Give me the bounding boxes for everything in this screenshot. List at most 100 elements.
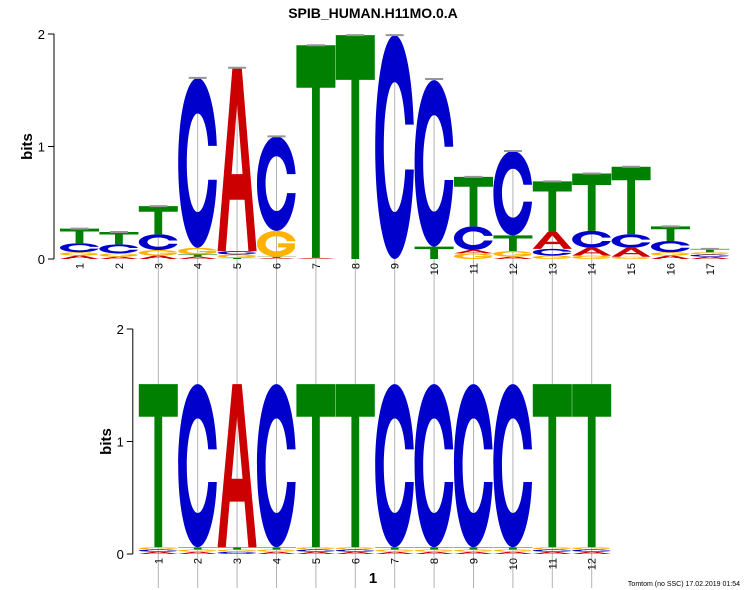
logo-letter-G — [257, 549, 296, 552]
logo-letter-T — [611, 166, 651, 235]
logo-letter-T — [217, 547, 257, 550]
logo-letter-C — [532, 248, 572, 256]
letter-T-shape — [414, 246, 454, 259]
logo-letter-G — [414, 549, 454, 552]
logo-letter-T — [572, 173, 612, 231]
letter-G-shape — [651, 252, 690, 256]
position-label: 5 — [232, 263, 244, 269]
logo-letter-C — [217, 551, 257, 554]
letter-G-shape — [572, 255, 611, 259]
letter-T-shape — [217, 547, 257, 550]
letter-C-shape — [335, 549, 375, 552]
logo-letter-C — [572, 230, 611, 248]
logo-letter-A — [99, 256, 139, 259]
letter-G-shape — [257, 230, 296, 257]
position-label: 2 — [114, 263, 126, 269]
letter-A-shape — [375, 551, 415, 554]
logo-letter-A — [296, 551, 336, 554]
logo-letter-A — [454, 551, 493, 554]
logo-letter-A — [414, 551, 454, 554]
position-label: 6 — [350, 558, 362, 564]
y-axis-label: bits — [19, 133, 36, 160]
letter-G-shape — [60, 252, 99, 256]
logo-letter-C — [414, 384, 454, 548]
letter-T-shape — [690, 248, 730, 253]
letter-G-shape — [454, 549, 493, 552]
letter-T-shape — [138, 384, 178, 548]
logo-letter-A — [257, 551, 296, 554]
footer-timestamp: Tomtom (no SSC) 17.02.2019 01:54 — [628, 581, 740, 588]
letter-C-shape — [532, 248, 572, 256]
letter-T-shape — [217, 257, 257, 259]
letter-G-shape — [296, 547, 336, 550]
logo-letter-A — [138, 255, 178, 259]
letter-C-shape — [611, 234, 651, 248]
logo-letter-C — [651, 241, 690, 253]
letter-T-shape — [99, 232, 139, 245]
logo-letter-G — [178, 549, 217, 552]
letter-G-shape — [532, 547, 572, 550]
logo-letter-G — [572, 547, 611, 550]
letter-T-shape — [138, 206, 178, 235]
letter-T-shape — [296, 384, 336, 548]
letter-A-shape — [60, 255, 99, 259]
letter-C-shape — [690, 254, 730, 257]
letter-G-shape — [178, 247, 217, 255]
logo-letter-C — [454, 384, 493, 548]
logo-letter-C — [296, 549, 336, 552]
logo-letter-A — [257, 257, 296, 259]
logo-letter-A — [178, 256, 218, 259]
letter-A-shape — [532, 232, 572, 249]
logo-letter-C — [60, 243, 99, 253]
letter-A-shape — [493, 256, 533, 259]
letter-C-shape — [178, 77, 217, 248]
position-label: 2 — [193, 558, 205, 564]
logo-letter-G — [532, 547, 572, 550]
chart-title: SPIB_HUMAN.H11MO.0.A — [288, 5, 458, 21]
logo-letter-A — [532, 551, 572, 554]
letter-G-shape — [414, 549, 454, 552]
logo-letter-C — [138, 234, 178, 250]
logo-letter-A — [217, 384, 257, 548]
letter-C-shape — [532, 549, 572, 552]
letter-A-shape — [454, 250, 493, 254]
y-tick-label: 0 — [38, 252, 45, 267]
logo-letter-T — [138, 206, 178, 235]
letter-G-shape — [217, 254, 257, 258]
position-label: 5 — [311, 558, 323, 564]
logo-letter-A — [454, 250, 493, 254]
logo-letter-A — [493, 256, 533, 259]
letter-T-shape — [611, 166, 651, 235]
logo-letter-C — [335, 549, 375, 552]
y-axis-label: bits — [98, 428, 115, 455]
position-label: 10 — [508, 558, 520, 570]
position-label: 9 — [390, 263, 402, 269]
letter-C-shape — [414, 384, 454, 548]
y-tick-label: 2 — [117, 322, 124, 337]
letter-C-shape — [572, 230, 611, 248]
logo-letter-A — [60, 255, 99, 259]
position-label: 1 — [75, 263, 87, 269]
letter-A-shape — [257, 551, 296, 554]
y-tick-label: 1 — [117, 435, 124, 450]
letter-A-shape — [138, 551, 178, 554]
position-label: 3 — [232, 558, 244, 564]
logo-letter-G — [60, 252, 99, 256]
logo-letter-C — [493, 151, 533, 236]
letter-A-shape — [572, 551, 612, 554]
logo-letter-T — [454, 547, 493, 550]
logo-letter-C — [493, 384, 533, 548]
logo-letter-G — [611, 256, 651, 259]
position-label: 4 — [272, 558, 284, 564]
position-label: 11 — [547, 558, 559, 569]
logo-letter-T — [296, 384, 336, 548]
letter-T-shape — [375, 547, 415, 550]
letter-T-shape — [257, 256, 296, 258]
letter-G-shape — [532, 255, 572, 259]
letter-C-shape — [60, 243, 99, 253]
position-label: 14 — [587, 263, 599, 275]
position-label: 7 — [390, 558, 402, 564]
logo-letter-T — [178, 547, 218, 550]
